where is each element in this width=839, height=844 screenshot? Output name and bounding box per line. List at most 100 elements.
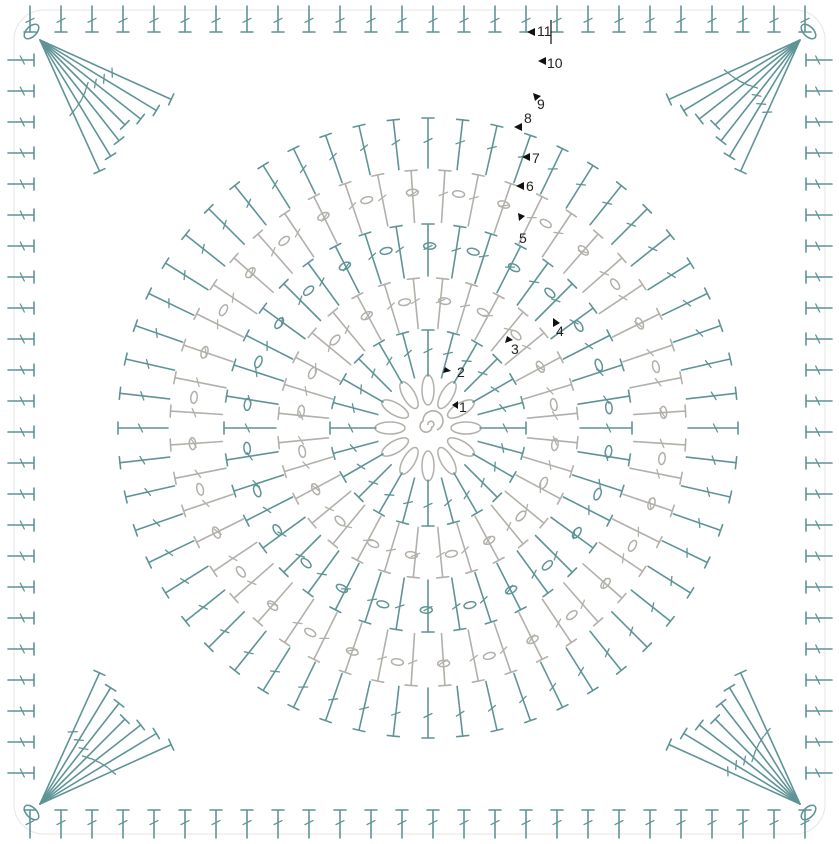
stitch-stroke: [815, 210, 821, 220]
chain-oval-icon: [515, 510, 527, 522]
stitch-stroke: [493, 182, 512, 234]
stitch-stroke: [99, 762, 109, 769]
stitch-stroke: [815, 272, 821, 282]
stitch-stroke: [626, 222, 637, 227]
stitch-stroke: [136, 719, 146, 731]
stitch-stroke: [56, 17, 66, 23]
chain-oval-icon: [437, 446, 457, 475]
stitch-stroke: [212, 283, 258, 315]
stitch-stroke: [815, 241, 821, 251]
chain-oval-icon: [634, 317, 645, 330]
round-label-4: 4: [553, 318, 564, 339]
stitch-stroke: [521, 344, 532, 350]
stitch-stroke: [119, 119, 130, 130]
stitch-stroke: [273, 17, 283, 23]
stitch-stroke: [529, 280, 540, 284]
chain-oval-icon: [360, 195, 374, 205]
stitch-stroke: [19, 241, 25, 251]
stitch-stroke: [351, 402, 355, 414]
stitch-stroke: [304, 385, 308, 397]
stitch-stroke: [173, 471, 177, 486]
stitch-stroke: [181, 338, 187, 352]
stitch-stroke: [575, 406, 579, 421]
stitch-stroke: [307, 655, 321, 663]
stitch-stroke: [231, 292, 235, 303]
stitch-stroke: [193, 535, 201, 549]
stitch-stroke: [39, 39, 120, 142]
stitch-stroke: [706, 486, 711, 497]
stitch-stroke: [453, 224, 467, 229]
stitch-stroke: [283, 383, 334, 400]
stitch-stroke: [359, 706, 370, 711]
chain-oval-icon: [593, 487, 603, 501]
stitch-stroke: [39, 39, 142, 120]
stitch-stroke: [534, 534, 574, 574]
stitch-stroke: [246, 580, 257, 586]
stitch-stroke: [539, 661, 564, 709]
stitch-stroke: [282, 534, 322, 574]
stitch-stroke: [630, 233, 672, 267]
stitch-stroke: [509, 470, 517, 484]
chain-oval-icon: [235, 565, 247, 578]
stitch-stroke: [686, 586, 695, 599]
stitch-stroke: [622, 493, 674, 512]
stitch-stroke: [149, 17, 159, 23]
stitch-stroke: [536, 364, 545, 372]
chain-oval-icon: [335, 583, 349, 594]
stitch-stroke: [358, 680, 371, 732]
stitch-stroke: [104, 683, 117, 692]
stitch-stroke: [311, 331, 352, 366]
stitch-stroke: [395, 225, 406, 279]
stitch-stroke: [615, 665, 627, 675]
stitch-stroke: [25, 819, 35, 826]
stitch-stroke: [387, 302, 395, 310]
stitch-stroke: [728, 686, 801, 805]
stitch-stroke: [324, 672, 343, 722]
stitch-stroke: [152, 727, 161, 740]
stitch-stroke: [311, 484, 320, 492]
chain-oval-icon: [297, 404, 306, 419]
stitch-stroke: [356, 463, 366, 470]
stitch-stroke: [539, 517, 549, 529]
stitch-stroke: [723, 683, 736, 692]
chain-oval-icon: [476, 307, 490, 318]
stitch-stroke: [577, 666, 584, 676]
stitch-stroke: [123, 352, 128, 366]
stitch-stroke: [376, 629, 389, 682]
chain-oval-icon: [334, 515, 346, 527]
stitch-stroke: [704, 359, 712, 369]
chain-oval-icon: [504, 585, 518, 595]
stitch-stroke: [93, 167, 106, 175]
stitch-stroke: [277, 406, 281, 421]
round-label-text: 10: [547, 55, 563, 71]
stitch-stroke: [654, 378, 662, 387]
stitch-stroke: [167, 738, 175, 751]
stitch-stroke: [577, 450, 631, 461]
stitch-stroke: [642, 642, 653, 653]
stitch-stroke: [349, 444, 357, 453]
stitch-stroke: [541, 598, 573, 644]
stitch-stroke: [244, 423, 251, 433]
stitch-stroke: [367, 598, 378, 602]
stitch-stroke: [406, 575, 421, 579]
stitch-stroke: [262, 516, 306, 549]
stitch-stroke: [645, 17, 655, 23]
stitch-stroke: [492, 492, 503, 503]
stitch-stroke: [19, 210, 25, 220]
stitch-stroke: [552, 435, 558, 446]
stitch-stroke: [118, 17, 128, 23]
stitch-stroke: [680, 358, 732, 371]
stitch-stroke: [485, 125, 498, 176]
square-outline: [13, 9, 826, 835]
stitch-stroke: [669, 504, 676, 518]
stitch-stroke: [180, 17, 190, 23]
stitch-stroke: [710, 391, 717, 401]
chain-oval-icon: [23, 804, 40, 821]
stitch-stroke: [614, 17, 624, 23]
stitch-stroke: [459, 819, 469, 826]
stitch-stroke: [490, 123, 504, 128]
stitch-stroke: [302, 258, 314, 268]
stitch-stroke: [39, 39, 172, 101]
stitch-stroke: [679, 471, 684, 486]
stitch-stroke: [477, 440, 524, 455]
